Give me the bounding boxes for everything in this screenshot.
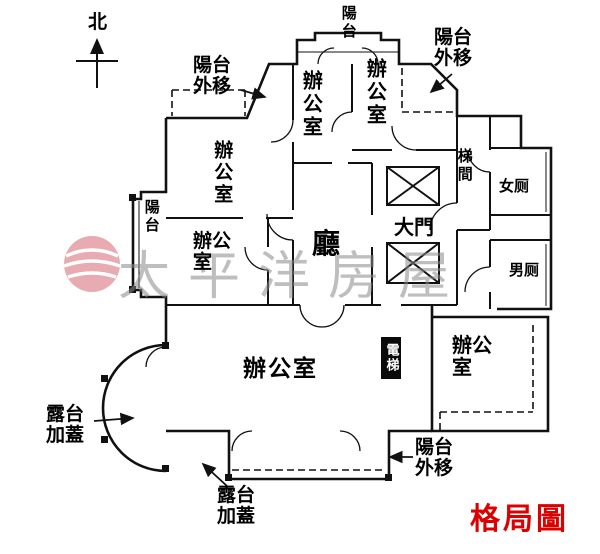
window-lines: [138, 51, 547, 306]
door-arcs: [145, 47, 491, 452]
room-label-hall: 廳: [312, 227, 341, 260]
room-label-balcony-left: 陽台: [142, 199, 161, 235]
elevator-shafts: [386, 166, 440, 284]
interior-walls: [166, 64, 551, 309]
room-label-main-door: 大門: [394, 215, 434, 239]
plan-title: 格局圖: [470, 502, 569, 537]
annotation-arrows: [93, 73, 453, 487]
dashed-extension-lines: [171, 68, 534, 471]
compass-icon: [76, 38, 118, 88]
room-label-stairwell: 梯間: [455, 148, 474, 184]
wall-posts: [101, 194, 392, 481]
room-label-office-top-center: 辦公室: [299, 70, 324, 139]
annotation-balcony-out-top-right: 陽台外移: [434, 26, 473, 70]
room-label-office-upper-left: 辦公室: [211, 140, 234, 206]
room-label-office-top-right: 辦公室: [363, 58, 388, 127]
room-label-elevator: 電梯: [381, 337, 401, 379]
room-label-office-left: 辦公室: [193, 230, 232, 274]
annotation-terrace-bottom: 露台加蓋: [217, 484, 256, 528]
annotation-terrace-left: 露台加蓋: [46, 403, 85, 447]
room-label-womens-toilet: 女厕: [499, 177, 530, 195]
room-label-office-bottom: 辦公室: [243, 356, 318, 382]
compass-label: 北: [88, 11, 108, 33]
room-label-balcony-top: 陽台: [339, 5, 358, 41]
annotation-balcony-out-bottom: 陽台外移: [415, 436, 454, 480]
annotation-balcony-out-top-left: 陽台外移: [193, 54, 232, 98]
room-label-mens-toilet: 男厕: [509, 261, 540, 279]
room-label-office-bottom-right: 辦公室: [452, 333, 492, 380]
